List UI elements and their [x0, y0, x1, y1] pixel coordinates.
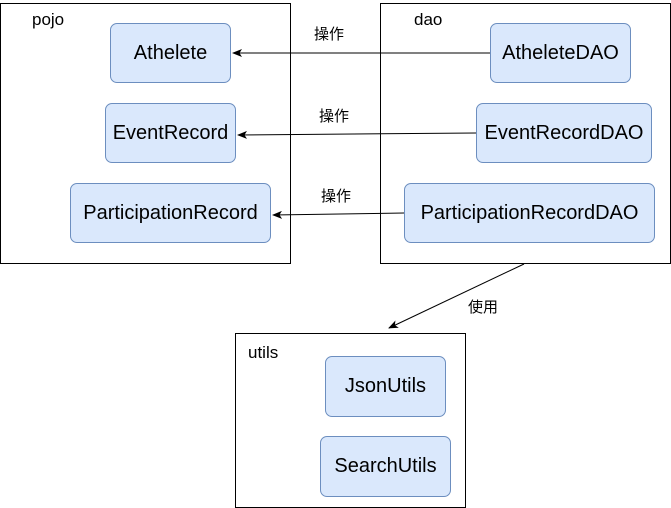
class-participation-record-dao[interactable]: ParticipationRecordDAO [404, 183, 655, 243]
class-participation-record[interactable]: ParticipationRecord [70, 183, 271, 243]
class-athelete-dao[interactable]: AtheleteDAO [490, 23, 631, 83]
edge-label-operate-athelete: 操作 [314, 26, 345, 44]
edge-label-operate-participation-record: 操作 [321, 188, 352, 206]
edge-label-uses-utils: 使用 [468, 299, 499, 317]
class-json-utils[interactable]: JsonUtils [325, 356, 446, 417]
class-search-utils[interactable]: SearchUtils [320, 436, 451, 497]
edge-dao-to-utils [388, 263, 525, 329]
class-event-record[interactable]: EventRecord [105, 103, 236, 163]
utils-package-label: utils [248, 343, 279, 362]
class-athelete[interactable]: Athelete [110, 23, 231, 83]
pojo-package-label: pojo [32, 10, 65, 29]
dao-package-label: dao [414, 10, 443, 29]
edge-label-operate-event-record: 操作 [319, 108, 350, 126]
class-event-record-dao[interactable]: EventRecordDAO [476, 103, 652, 163]
